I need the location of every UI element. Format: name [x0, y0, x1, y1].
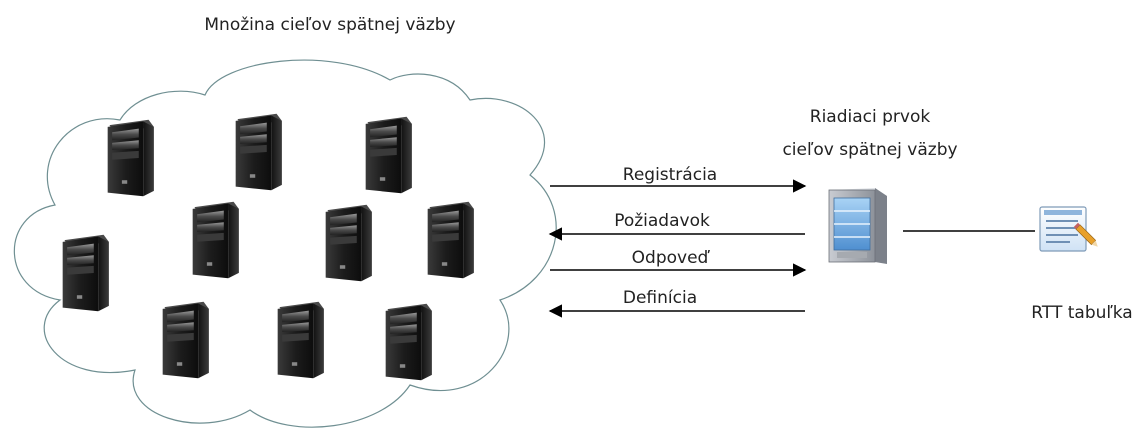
server-icon [107, 119, 154, 197]
cloud-outline [13, 59, 557, 428]
cloud-servers [62, 113, 474, 381]
server-icon [385, 303, 432, 381]
server-icon [192, 201, 239, 279]
server-icon [277, 301, 324, 379]
message-label: Požiadavok [614, 211, 710, 231]
pencil-icon [1073, 222, 1098, 247]
server-icon [325, 204, 372, 282]
controller-label-line2: cieľov spätnej väzby [782, 140, 957, 160]
message-label: Odpoveď [632, 248, 711, 268]
controller-server-icon [828, 188, 887, 264]
rtt-table-icon [1039, 206, 1098, 252]
server-icon [162, 301, 209, 379]
server-icon [365, 116, 412, 194]
message-arrows: Registrácia Požiadavok Odpoveď Definícia [548, 165, 807, 318]
server-icon [427, 201, 474, 279]
server-icon [235, 113, 282, 191]
message-label: Definícia [623, 288, 697, 308]
rtt-table-label: RTT tabuľka [1031, 303, 1132, 323]
server-icon [62, 234, 109, 312]
cloud-title: Množina cieľov spätnej väzby [204, 15, 455, 35]
controller-label-line1: Riadiaci prvok [810, 107, 931, 127]
message-label: Registrácia [623, 165, 717, 185]
